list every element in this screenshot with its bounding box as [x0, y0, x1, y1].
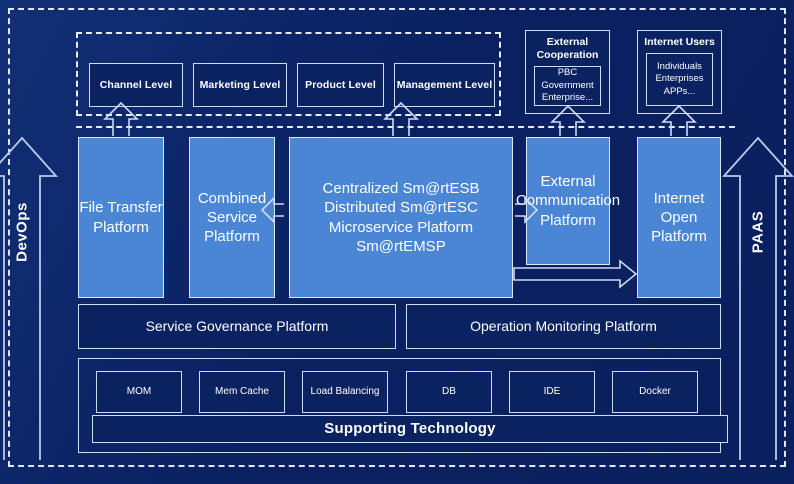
operation-monitoring-platform[interactable]: Operation Monitoring Platform [406, 304, 721, 349]
side-label-devops: DevOps [13, 202, 31, 262]
platform-external-communication[interactable]: External Communication Platform [516, 137, 620, 265]
tech-label: IDE [543, 385, 561, 397]
tech-label: Load Balancing [310, 385, 380, 397]
monitoring-label: Operation Monitoring Platform [470, 317, 657, 334]
side-label-paas: PAAS [749, 210, 767, 254]
level-box-channel[interactable]: Channel Level [89, 63, 183, 107]
internet-users-group[interactable]: Internet Users Individuals Enterprises A… [637, 30, 722, 114]
platform-internet-open[interactable]: Internet Open Platform [637, 137, 721, 298]
internet-users-members: Individuals Enterprises APPs... [646, 52, 713, 106]
external-cooperation-members: PBC Government Enterprise... [534, 65, 601, 106]
supporting-technology-label: Supporting Technology [324, 419, 496, 437]
service-governance-platform[interactable]: Service Governance Platform [78, 304, 396, 349]
tech-box-mem-cache[interactable]: Mem Cache [199, 371, 285, 413]
platform-combined-service[interactable]: Combined Service Platform [189, 137, 275, 298]
level-label: Marketing Level [199, 78, 281, 91]
level-label: Product Level [305, 78, 376, 91]
supporting-technology-banner[interactable]: Supporting Technology [92, 415, 728, 443]
tech-label: Mem Cache [215, 385, 269, 397]
platform-label: External Communication Platform [515, 173, 621, 229]
platform-label: Internet Open Platform [651, 189, 707, 246]
tech-label: MOM [126, 385, 152, 397]
level-label: Channel Level [99, 78, 173, 91]
platform-label: File Transfer Platform [79, 199, 163, 236]
platform-label: Centralized Sm@rtESB Distributed Sm@rtES… [322, 180, 480, 255]
platform-file-transfer[interactable]: File Transfer Platform [78, 137, 164, 298]
governance-label: Service Governance Platform [145, 317, 329, 334]
tech-box-db[interactable]: DB [406, 371, 492, 413]
layer-divider [76, 126, 735, 128]
tech-box-mom[interactable]: MOM [96, 371, 182, 413]
tech-label: DB [442, 385, 456, 397]
external-cooperation-group[interactable]: External Cooperation PBC Government Ente… [525, 30, 610, 114]
level-label: Management Level [396, 78, 493, 91]
tech-label: Docker [639, 385, 671, 397]
tech-box-ide[interactable]: IDE [509, 371, 595, 413]
supporting-technology-container [78, 358, 721, 453]
tech-box-load-balancing[interactable]: Load Balancing [302, 371, 388, 413]
platform-label: Combined Service Platform [197, 189, 267, 246]
level-box-management[interactable]: Management Level [394, 63, 495, 107]
external-cooperation-title: External Cooperation [536, 36, 599, 61]
business-levels-boundary [76, 32, 501, 116]
level-box-marketing[interactable]: Marketing Level [193, 63, 287, 107]
platform-centralized-esb[interactable]: Centralized Sm@rtESB Distributed Sm@rtES… [289, 137, 513, 298]
level-box-product[interactable]: Product Level [297, 63, 384, 107]
tech-box-docker[interactable]: Docker [612, 371, 698, 413]
internet-users-title: Internet Users [644, 36, 715, 48]
